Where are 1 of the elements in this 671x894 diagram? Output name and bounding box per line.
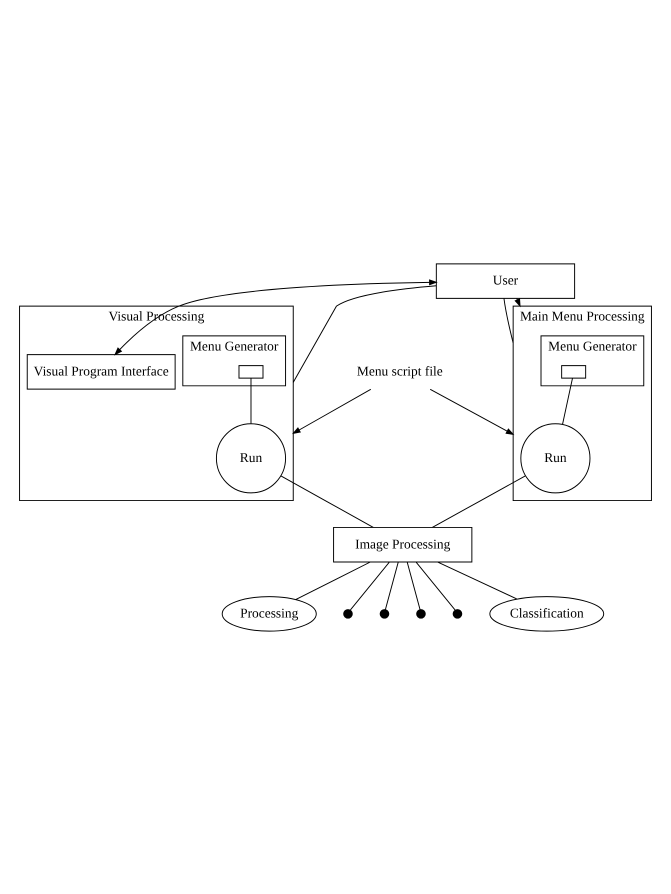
node-text: Menu script file: [356, 362, 443, 378]
